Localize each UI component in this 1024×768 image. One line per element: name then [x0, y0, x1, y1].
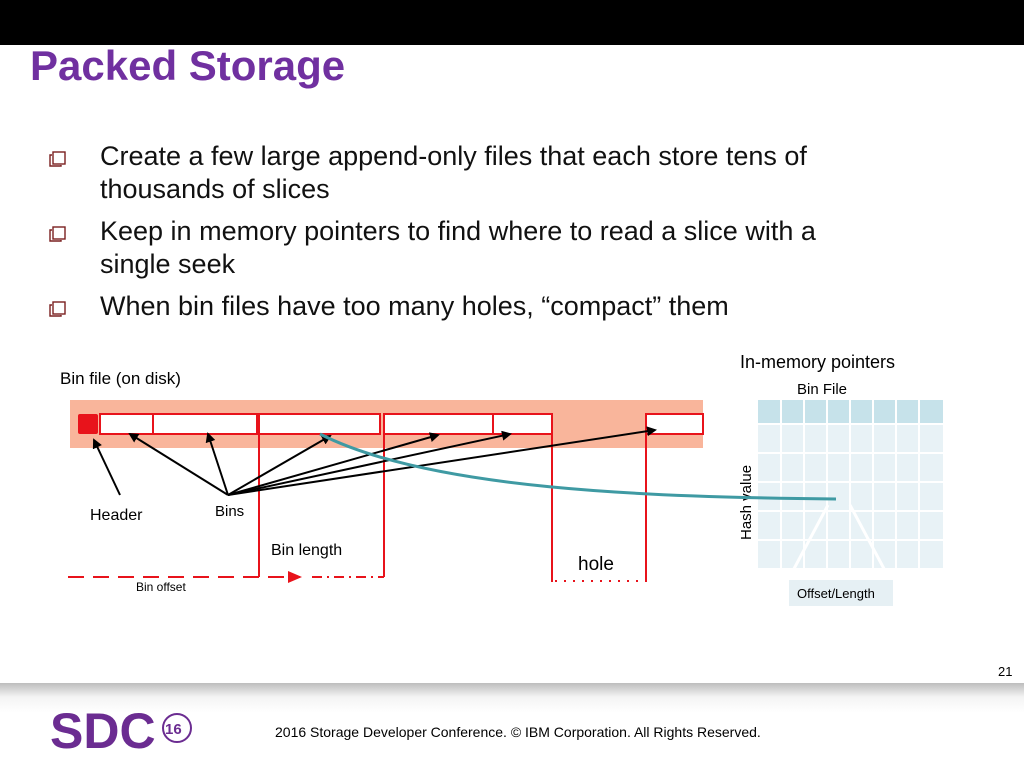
- pointer-curve: [319, 432, 837, 501]
- bullet-text: Create a few large append-only files tha…: [100, 141, 807, 204]
- logo-year: 16: [165, 721, 182, 738]
- header-block: [78, 414, 98, 434]
- bin-file-column-label: Bin File: [797, 381, 847, 398]
- logo-year-badge: [162, 713, 192, 743]
- top-bar: [0, 0, 1024, 45]
- bullet-item: When bin files have too many holes, “com…: [48, 290, 878, 323]
- packed-storage-diagram: Bin file (on disk) Header Bins Bin lengt…: [60, 352, 943, 606]
- header-label: Header: [90, 507, 143, 524]
- bullet-item: Keep in memory pointers to find where to…: [48, 215, 878, 281]
- bullet-list: Create a few large append-only files tha…: [48, 140, 878, 332]
- bin-row: [99, 413, 704, 435]
- bin-slot: [258, 413, 381, 435]
- sdc-logo: SDC 16: [50, 703, 192, 756]
- bullet-item: Create a few large append-only files tha…: [48, 140, 878, 206]
- callout-lines: [786, 504, 892, 581]
- bullet-text: Keep in memory pointers to find where to…: [100, 216, 816, 279]
- pointer-arrows: [92, 426, 657, 496]
- bin-slot: [152, 413, 258, 435]
- guide-lines: [258, 434, 647, 582]
- offset-length-label: Offset/Length: [797, 586, 875, 601]
- copyright-text: 2016 Storage Developer Conference. © IBM…: [275, 724, 761, 740]
- in-memory-label: In-memory pointers: [740, 352, 895, 372]
- bin-slot: [99, 413, 154, 435]
- bin-file-label: Bin file (on disk): [60, 369, 181, 388]
- bins-label: Bins: [215, 503, 244, 520]
- page-number: 21: [998, 664, 1013, 679]
- pointer-table: [758, 400, 943, 568]
- logo-text: SDC: [50, 703, 156, 756]
- offset-length-box: [789, 580, 893, 606]
- checkbox-bullet-icon: [49, 301, 66, 317]
- hash-value-label: Hash value: [738, 465, 755, 540]
- bin-offset-label: Bin offset: [136, 580, 186, 594]
- bullet-text: When bin files have too many holes, “com…: [100, 291, 729, 321]
- slide-title: Packed Storage: [30, 42, 346, 89]
- bin-length-label: Bin length: [271, 542, 342, 559]
- bin-slot: [645, 413, 704, 435]
- hole-label: hole: [578, 554, 614, 575]
- bin-slot: [492, 413, 553, 435]
- checkbox-bullet-icon: [49, 151, 66, 167]
- bin-slot: [383, 413, 494, 435]
- checkbox-bullet-icon: [49, 226, 66, 242]
